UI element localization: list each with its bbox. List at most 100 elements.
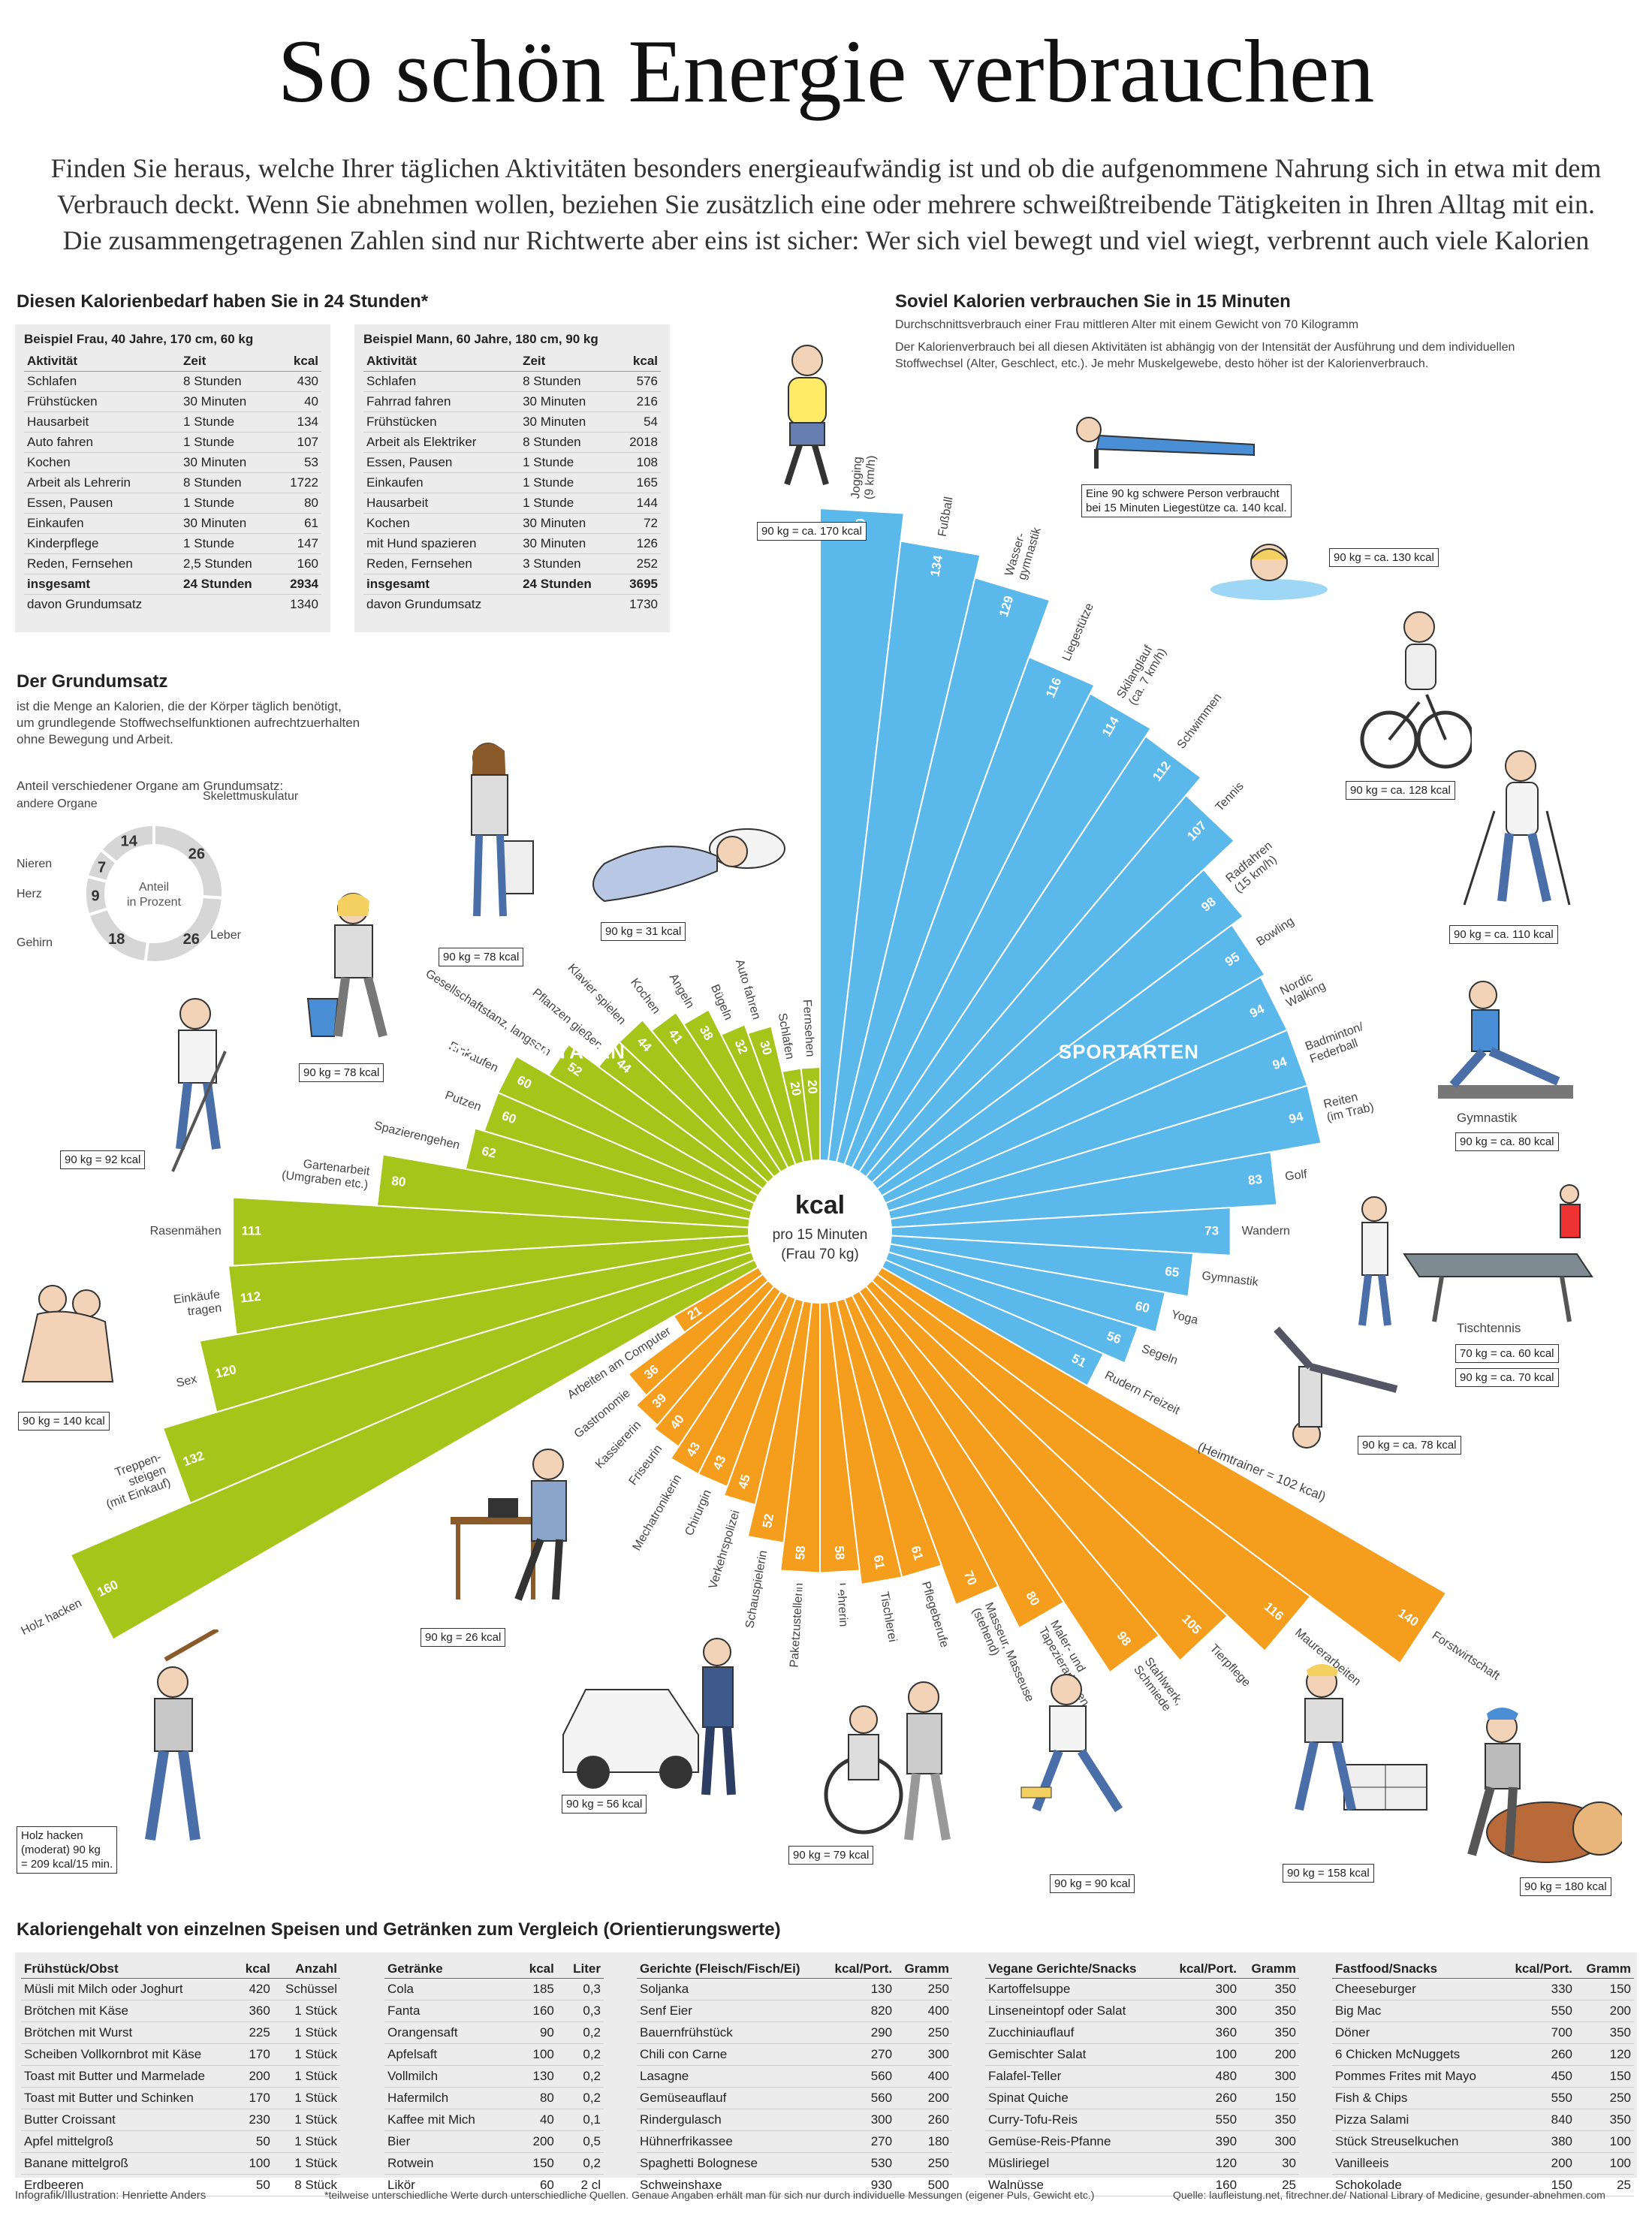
table-cell: 160 (276, 553, 321, 574)
swimmer-illustration (1210, 544, 1328, 600)
table-cell: Scheiben Vollkornbrot mit Käse (21, 2043, 238, 2066)
table-cell: 150 (514, 2152, 557, 2175)
table-cell: 130 (824, 1978, 896, 2000)
bedarf-frau-caption: Beispiel Frau, 40 Jahre, 170 cm, 60 kg (24, 332, 254, 346)
table-cell: Likör (384, 2174, 514, 2196)
donut-value: 9 (91, 888, 99, 904)
table-cell: 1 Stück (273, 2087, 340, 2109)
table-cell: 8 Stunden (180, 472, 277, 493)
woodchop-weight-label: Holz hacken (moderat) 90 kg = 209 kcal/1… (17, 1826, 118, 1874)
bar-category-label: Fußball (936, 496, 956, 538)
column-header: kcal (276, 351, 321, 372)
table-cell: 30 Minuten (520, 391, 616, 412)
table-cell: 134 (276, 412, 321, 433)
column-header: Liter (556, 1960, 604, 1979)
table-cell: 0,2 (556, 2043, 604, 2066)
bar-category-label: Kochen (628, 976, 662, 1017)
bar-category-label: Segeln (1140, 1343, 1180, 1367)
jogger-illustration (784, 345, 829, 486)
chart-bar (722, 1298, 805, 1506)
table-cell: Kaffee mit Mich (384, 2109, 514, 2131)
column-header: Getränke (384, 1960, 514, 1979)
table-cell: Fish & Chips (1332, 2087, 1503, 2109)
bar-value-label: 80 (390, 1174, 406, 1189)
chart-bar (851, 692, 1153, 1173)
table-cell: 30 Minuten (180, 391, 277, 412)
column-header: kcal (514, 1960, 557, 1979)
label-text: (moderat) 90 kg (21, 1844, 101, 1856)
painter-weight-label: 90 kg = 90 kcal (1050, 1874, 1135, 1893)
bar-category-label: Auto fahren (733, 958, 763, 1021)
label-text: 90 kg = 180 kcal (1524, 1880, 1607, 1893)
table-cell: Bauernfrühstück (637, 2022, 824, 2044)
table-cell: 270 (824, 2043, 896, 2066)
donut-value: 26 (183, 931, 200, 948)
table-cell: Orangensaft (384, 2022, 514, 2044)
column-header: Vegane Gerichte/Snacks (985, 1960, 1166, 1979)
table-cell: 54 (616, 412, 661, 433)
table-cell: 1722 (276, 472, 321, 493)
police-weight-label: 90 kg = 56 kcal (562, 1795, 647, 1814)
chart-bar (375, 1153, 751, 1229)
bar-category-label: Angeln (667, 972, 697, 1011)
bar-category-label: (9 km/h) (863, 455, 878, 500)
bar-category-label: Yoga (1170, 1308, 1199, 1327)
bar-category-label: Kassiererin (593, 1419, 644, 1471)
text-line: ist die Menge an Kalorien, die der Körpe… (17, 699, 342, 713)
shopping-weight-label: 90 kg = 78 kcal (439, 948, 524, 966)
table-cell: 0,2 (556, 2152, 604, 2175)
donut-slice-label: Leber (210, 929, 242, 942)
column-header: Frühstück/Obst (21, 1960, 238, 1979)
bar-value-label: 94 (1288, 1109, 1305, 1126)
table-cell: 1 Stunde (180, 493, 277, 514)
table-cell: 0,3 (556, 2000, 604, 2022)
bar-category-label: Paketzustellerin (788, 1582, 806, 1668)
table-cell: 300 (1165, 2000, 1241, 2022)
table-cell: 260 (1165, 2087, 1241, 2109)
column-header: kcal/Port. (1502, 1960, 1575, 1979)
chart-bar (858, 735, 1202, 1178)
label-text: 90 kg = 92 kcal (65, 1153, 141, 1166)
table-cell: 100 (1575, 2130, 1634, 2153)
chart-bar (650, 1011, 782, 1178)
bar-category-label: Rasenmähen (150, 1225, 222, 1238)
table-cell: 150 (1502, 2174, 1575, 2196)
bar-value-label: 83 (1247, 1172, 1263, 1188)
table-cell: 200 (1240, 2043, 1299, 2066)
table-cell: Schlafen (24, 371, 181, 392)
table-cell: 25 (1240, 2174, 1299, 2196)
table-cell: 30 (1240, 2152, 1299, 2175)
label-text: 90 kg = 56 kcal (566, 1798, 643, 1810)
table-cell: 400 (895, 2065, 952, 2088)
table-cell: 6 Chicken McNuggets (1332, 2043, 1503, 2066)
bar-category-label: Fernsehen (800, 999, 816, 1057)
bar-value-label: 61 (908, 1544, 926, 1562)
column-header: Fastfood/Snacks (1332, 1960, 1503, 1979)
table-cell: 1 Stunde (180, 432, 277, 453)
chart-bar (69, 1259, 760, 1641)
bedarf-mann-table: Beispiel Mann, 60 Jahre, 180 cm, 90 kg A… (354, 324, 670, 632)
table-cell: davon Grundumsatz (366, 597, 482, 611)
table-cell: Hühnerfrikassee (637, 2130, 824, 2153)
column-header: Aktivität (363, 351, 520, 372)
table-cell: Apfelsaft (384, 2043, 514, 2066)
computer-work-illustration (451, 1449, 567, 1601)
table-cell: Pommes Frites mit Mayo (1332, 2065, 1503, 2088)
chart-bar (827, 1300, 903, 1586)
table-cell: Reden, Fernsehen (363, 553, 520, 574)
donut-value: 26 (188, 846, 205, 863)
table-cell: 120 (1165, 2152, 1241, 2175)
table-cell: Frühstücken (24, 391, 181, 412)
food-table-dishes: Gerichte (Fleisch/Fisch/Ei)kcal/Port.Gra… (637, 1960, 952, 2196)
label-text: 90 kg = 140 kcal (23, 1415, 105, 1428)
